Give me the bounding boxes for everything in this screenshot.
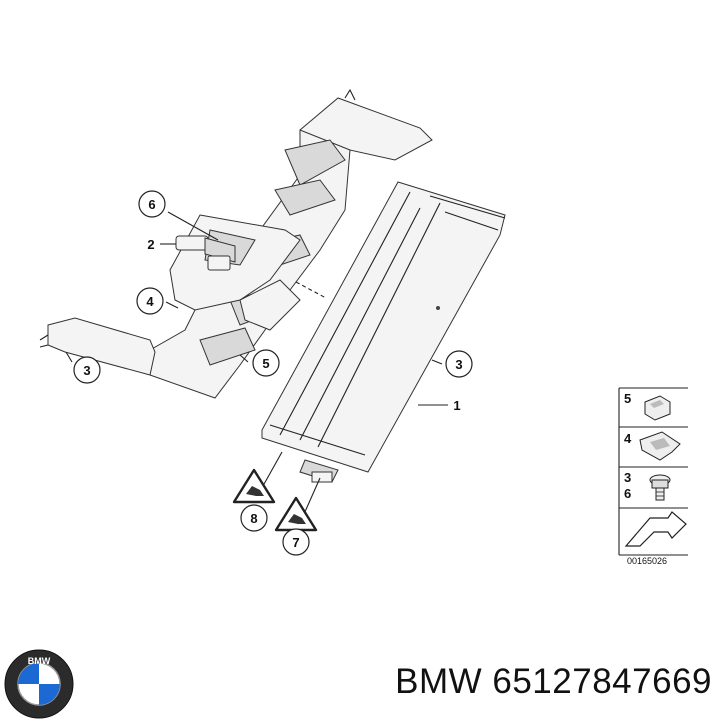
callout-5-label: 5 bbox=[262, 356, 269, 371]
callout-6: 6 bbox=[138, 190, 166, 218]
callout-5: 5 bbox=[252, 349, 280, 377]
legend-item-6-label: 6 bbox=[624, 486, 631, 501]
part-caption: BMW 65127847669 bbox=[372, 662, 712, 702]
bmw-logo-icon: BMW bbox=[4, 649, 74, 719]
callout-1: 1 bbox=[453, 398, 460, 413]
warning-triangle-icon bbox=[274, 496, 318, 532]
callout-3-left: 3 bbox=[73, 356, 101, 384]
bolt-part bbox=[175, 235, 236, 271]
callout-3-left-label: 3 bbox=[83, 363, 90, 378]
legend-item-3-label: 3 bbox=[624, 470, 631, 485]
legend-item-4-label: 4 bbox=[624, 431, 632, 446]
screw-icon bbox=[649, 474, 671, 501]
arrow-icon bbox=[624, 511, 687, 547]
callout-4-label: 4 bbox=[146, 294, 154, 309]
callout-8-label: 8 bbox=[250, 511, 257, 526]
callout-4: 4 bbox=[136, 287, 164, 315]
callout-7-label: 7 bbox=[292, 535, 299, 550]
callout-3-right-label: 3 bbox=[455, 357, 462, 372]
hardware-legend: 5 4 3 6 00165026 bbox=[618, 387, 688, 566]
clip-icon bbox=[644, 395, 671, 421]
callout-2: 2 bbox=[147, 237, 154, 252]
warning-triangle-icon bbox=[232, 468, 276, 504]
caption-part-number: 65127847669 bbox=[492, 662, 712, 701]
callout-3-right: 3 bbox=[445, 350, 473, 378]
spring-nut-icon bbox=[639, 431, 681, 461]
mounting-bracket bbox=[39, 88, 433, 399]
callout-8: 8 bbox=[240, 504, 268, 532]
bmw-logo-text: BMW bbox=[28, 656, 51, 666]
diagram-code: 00165026 bbox=[627, 556, 667, 566]
callout-1-label: 1 bbox=[453, 398, 460, 413]
callout-2-label: 2 bbox=[147, 237, 154, 252]
amplifier-housing bbox=[261, 181, 506, 483]
callout-7: 7 bbox=[282, 528, 310, 556]
legend-item-5-label: 5 bbox=[624, 391, 631, 406]
callout-6-label: 6 bbox=[148, 197, 155, 212]
caption-brand: BMW bbox=[395, 662, 483, 701]
